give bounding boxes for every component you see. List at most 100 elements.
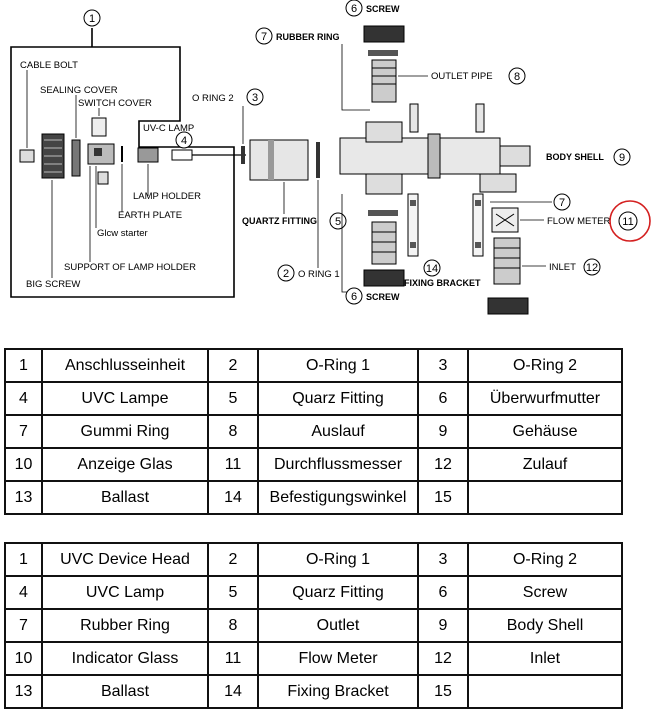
- part-name-cell: Befestigungswinkel: [257, 480, 419, 515]
- callout-14-number: 14: [426, 263, 438, 275]
- part-name-cell: Überwurfmutter: [467, 381, 623, 416]
- part-name-cell: Screw: [467, 575, 623, 610]
- callout-3: [246, 88, 264, 106]
- label-screw-top: SCREW: [366, 4, 400, 14]
- exploded-parts-diagram: 1 CABLE BOLT BIG SCREW SEALING COVER SWI…: [10, 0, 651, 315]
- callout-6-top: [345, 0, 363, 17]
- callout-11: [618, 211, 638, 231]
- outlet-pipe-part: [371, 59, 397, 103]
- flow-meter-highlight-ring: [609, 200, 651, 242]
- part-number-cell: 10: [4, 641, 43, 676]
- o-ring-1-part: [316, 142, 320, 178]
- label-rubber-ring: RUBBER RING: [276, 32, 340, 42]
- callout-6-top-number: 6: [351, 3, 357, 15]
- part-number-cell: 12: [417, 641, 469, 676]
- label-uvc-lamp: UV-C LAMP: [143, 123, 194, 134]
- callout-4: [175, 131, 193, 149]
- part-number-cell: 9: [417, 414, 469, 449]
- callout-7-bottom: [553, 193, 571, 211]
- uvc-lamp-part: [171, 149, 193, 161]
- label-sealing-cover: SEALING COVER: [40, 85, 118, 96]
- part-name-cell: Anzeige Glas: [41, 447, 209, 482]
- part-number-cell: 15: [417, 674, 469, 709]
- callout-1: [83, 9, 101, 27]
- sealing-cover-part: [71, 139, 81, 177]
- label-inlet: INLET: [549, 262, 576, 273]
- label-body-shell: BODY SHELL: [546, 152, 604, 162]
- label-outlet-pipe: OUTLET PIPE: [431, 71, 493, 82]
- part-number-cell: 1: [4, 542, 43, 577]
- callout-9-number: 9: [619, 152, 625, 164]
- rubber-ring-top-part: [368, 50, 398, 56]
- part-name-cell: Flow Meter: [257, 641, 419, 676]
- part-number-cell: 13: [4, 480, 43, 515]
- part-number-cell: 11: [207, 447, 259, 482]
- device-head-outline: [10, 28, 235, 298]
- part-number-cell: 15: [417, 480, 469, 515]
- callout-2-number: 2: [283, 268, 289, 280]
- part-number-cell: 4: [4, 575, 43, 610]
- part-name-cell: UVC Lamp: [41, 575, 209, 610]
- label-glow-starter: Glcw starter: [97, 228, 148, 239]
- part-number-cell: 2: [207, 348, 259, 383]
- rubber-ring-bottom-part: [368, 210, 398, 216]
- part-number-cell: 2: [207, 542, 259, 577]
- callout-12-number: 12: [586, 262, 598, 274]
- callout-2: [277, 264, 295, 282]
- lamp-holder-part: [137, 147, 159, 163]
- label-cable-bolt: CABLE BOLT: [20, 60, 78, 71]
- part-number-cell: 12: [417, 447, 469, 482]
- part-number-cell: 8: [207, 414, 259, 449]
- part-name-cell: Gehäuse: [467, 414, 623, 449]
- callout-12: [583, 258, 601, 276]
- inlet-part: [493, 237, 521, 285]
- part-name-cell: Indicator Glass: [41, 641, 209, 676]
- part-name-cell: Anschlusseinheit: [41, 348, 209, 383]
- part-number-cell: 13: [4, 674, 43, 709]
- callout-9: [613, 148, 631, 166]
- switch-cover-part: [91, 117, 107, 137]
- part-name-cell: Ballast: [41, 674, 209, 709]
- o-ring-2-part: [241, 146, 245, 164]
- part-number-cell: 14: [207, 480, 259, 515]
- part-number-cell: 14: [207, 674, 259, 709]
- label-quartz-fitting: QUARTZ FITTING: [242, 216, 317, 226]
- callout-7-top-number: 7: [261, 31, 267, 43]
- label-o-ring-2: O RING 2: [192, 93, 234, 104]
- part-name-cell: Auslauf: [257, 414, 419, 449]
- screw-top-part: [363, 25, 405, 43]
- label-flow-meter: FLOW METER: [547, 216, 610, 227]
- screw-inlet-part: [487, 297, 529, 315]
- part-name-cell: Durchflussmesser: [257, 447, 419, 482]
- callout-8: [508, 67, 526, 85]
- part-name-cell: O-Ring 1: [257, 542, 419, 577]
- part-number-cell: 5: [207, 575, 259, 610]
- lower-pipe-part: [371, 221, 397, 265]
- part-name-cell: O-Ring 2: [467, 348, 623, 383]
- part-name-cell: Outlet: [257, 608, 419, 643]
- part-name-cell: Quarz Fitting: [257, 381, 419, 416]
- callout-5-number: 5: [335, 216, 341, 228]
- callout-8-number: 8: [514, 71, 520, 83]
- indicator-glass-part: [409, 103, 419, 133]
- part-number-cell: 7: [4, 414, 43, 449]
- part-number-cell: 1: [4, 348, 43, 383]
- part-name-cell: Body Shell: [467, 608, 623, 643]
- label-earth-plate: EARTH PLATE: [118, 210, 182, 221]
- part-number-cell: 3: [417, 542, 469, 577]
- label-big-screw: BIG SCREW: [26, 279, 80, 290]
- part-number-cell: 4: [4, 381, 43, 416]
- part-number-cell: 9: [417, 608, 469, 643]
- label-lamp-holder: LAMP HOLDER: [133, 191, 201, 202]
- callout-7-bottom-number: 7: [559, 197, 565, 209]
- part-number-cell: 7: [4, 608, 43, 643]
